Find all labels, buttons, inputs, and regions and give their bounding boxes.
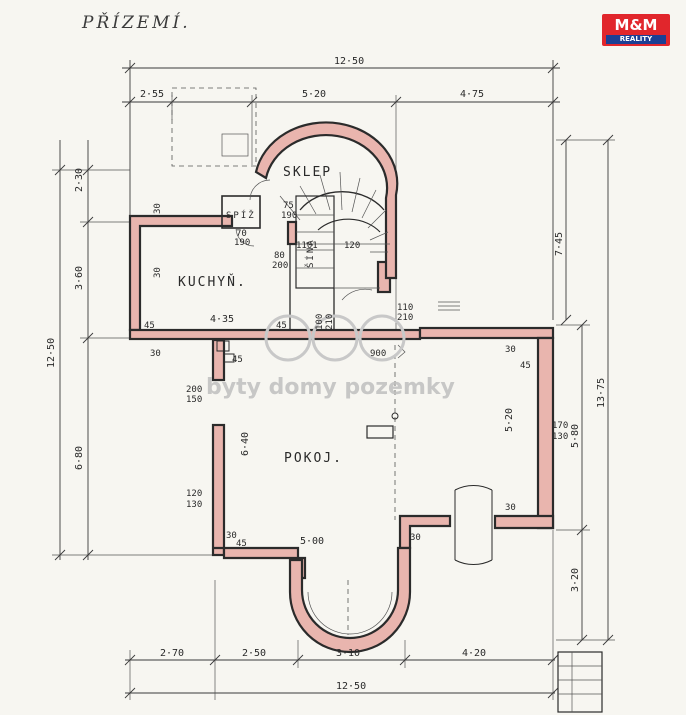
bay-window	[288, 546, 412, 654]
dim-30-c: 30	[150, 349, 161, 359]
dim-top-a: 2·55	[140, 89, 164, 100]
dim-120-b: 120	[186, 489, 202, 499]
dim-right-a: 7·45	[554, 232, 565, 256]
dim-right-c: 3·20	[570, 568, 581, 592]
room-label-kuchyn: KUCHYŇ.	[178, 274, 247, 290]
dim-left-b: 3·60	[74, 266, 85, 290]
dim-130-b: 130	[552, 432, 568, 442]
terrace-outline	[171, 87, 257, 167]
dim-bottom-d: 4·20	[462, 648, 486, 659]
dim-45-b: 45	[276, 321, 287, 331]
dim-30-b: 30	[153, 267, 163, 278]
dim-200: 200	[186, 385, 202, 395]
dim-75: 75	[283, 201, 294, 211]
dim-pokoj-width: 5·00	[300, 536, 324, 547]
dimension-lines	[52, 60, 615, 700]
dim-100: 100	[315, 314, 325, 330]
brand-logo: M&M REALITY	[602, 14, 670, 46]
walls	[128, 195, 555, 580]
dim-30-d: 30	[505, 345, 516, 355]
dim-70: 70	[236, 229, 247, 239]
dim-130: 130	[186, 500, 202, 510]
dim-170: 170	[552, 421, 568, 431]
dim-bottom-b: 2·50	[242, 648, 266, 659]
dim-80: 80	[274, 251, 285, 261]
dim-left-c: 6·80	[74, 446, 85, 470]
dim-left-total: 12·50	[46, 338, 57, 368]
dim-45-c: 45	[232, 355, 243, 365]
dimension-labels: 12·50 2·55 5·20 4·75 2·70 2·50 3·10 4·20…	[46, 56, 607, 692]
room-label-sklep: SKLEP	[283, 165, 332, 180]
dim-45-a: 45	[144, 321, 155, 331]
dim-30-e: 30	[226, 531, 237, 541]
room-label-spiz: SPÍŽ	[226, 209, 256, 221]
plan-title: PŘÍZEMÍ.	[81, 12, 191, 33]
stair-tower	[254, 121, 399, 330]
dim-900: 900	[370, 349, 386, 359]
watermark-text: byty domy pozemky	[206, 375, 455, 400]
room-label-sina: ŠÍNA	[304, 238, 316, 268]
dim-200-b: 200	[272, 261, 288, 271]
dim-30-a: 30	[153, 203, 163, 214]
dim-top-b: 5·20	[302, 89, 326, 100]
dim-pokoj-height: 6·40	[240, 432, 251, 456]
dim-kitchen-width: 4·35	[210, 314, 234, 325]
dim-110: 110	[397, 303, 413, 313]
room-label-pokoj: POKOJ.	[284, 451, 343, 466]
doors	[235, 179, 493, 566]
dim-bottom-total: 12·50	[336, 681, 366, 692]
logo-sub-text: REALITY	[606, 35, 666, 44]
dim-30-g: 30	[505, 503, 516, 513]
dim-right-b: 5·80	[570, 424, 581, 448]
dim-190-b: 190	[281, 211, 297, 221]
dim-45-e: 45	[236, 539, 247, 549]
watermark: byty domy pozemky	[206, 314, 455, 400]
dim-right-total: 13·75	[596, 378, 607, 408]
dim-45-d: 45	[520, 361, 531, 371]
dim-120: 120	[344, 241, 360, 251]
dim-210-b: 210	[325, 314, 335, 330]
dim-210: 210	[397, 313, 413, 323]
entrance-steps	[557, 651, 603, 713]
dim-top-c: 4·75	[460, 89, 484, 100]
dim-150: 150	[186, 395, 202, 405]
dim-bottom-a: 2·70	[160, 648, 184, 659]
logo-main-text: M&M	[614, 16, 658, 34]
dim-190: 190	[234, 238, 250, 248]
dim-left-a: 2·30	[74, 168, 85, 192]
dim-top-total: 12·50	[334, 56, 364, 67]
dim-hall-height: 5·20	[504, 408, 515, 432]
dim-30-f: 30	[410, 533, 421, 543]
dim-bottom-c: 3·10	[336, 648, 360, 659]
dim-1101: 1101	[296, 241, 318, 251]
